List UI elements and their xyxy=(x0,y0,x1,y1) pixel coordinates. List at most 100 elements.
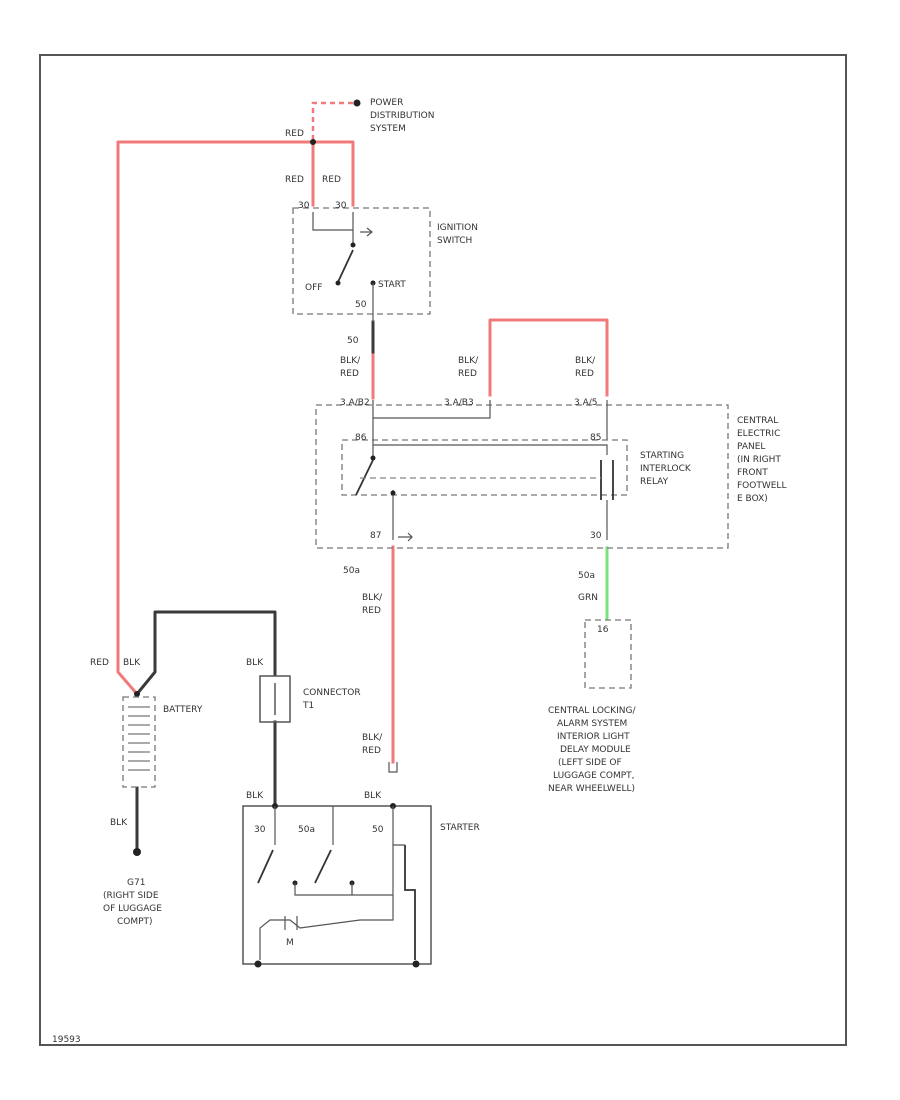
power-distribution-node xyxy=(353,99,361,107)
panel-pin-c: 3 A/5 xyxy=(574,398,598,408)
connector-body xyxy=(259,675,291,723)
wire-label-grn: GRN xyxy=(578,593,598,603)
wire-label-50: 50 xyxy=(347,336,359,346)
connector-wire-label: BLK xyxy=(246,658,264,668)
starter: BLK BLK STARTER 30 50a 50 M xyxy=(242,791,480,968)
panel-name-2: ELECTRIC xyxy=(737,429,780,439)
relay-control-line xyxy=(372,418,608,455)
starter-box xyxy=(242,805,432,965)
starter-motor-bracket xyxy=(284,916,298,930)
wire-label-blk-red-e1: BLK/ xyxy=(362,733,383,743)
central-locking-box xyxy=(584,619,632,689)
relay-name-3: RELAY xyxy=(640,477,669,487)
ignition-switch-box xyxy=(292,207,431,315)
ignition-name-2: SWITCH xyxy=(437,236,472,246)
wire-label-blk-red-e2: RED xyxy=(362,746,381,756)
red-loop-wire xyxy=(488,318,609,397)
wire-label-blk-red-d2: RED xyxy=(362,606,381,616)
battery-cells xyxy=(128,706,150,771)
relay-pin-30: 30 xyxy=(590,531,602,541)
relay-pin-87: 87 xyxy=(370,531,381,541)
power-label-1: POWER xyxy=(370,98,403,108)
central-locking-name-7: NEAR WHEELWELL) xyxy=(548,784,635,794)
connector-name-1: CONNECTOR xyxy=(303,688,361,698)
wire-label-blk-red-d1: BLK/ xyxy=(362,593,383,603)
central-locking-name-4: DELAY MODULE xyxy=(560,745,631,755)
ignition-contact-dot xyxy=(350,242,356,248)
wire-label-blk-red-c1: BLK/ xyxy=(575,356,596,366)
connector-t1: BLK CONNECTOR T1 xyxy=(246,658,361,723)
panel-name-4: (IN RIGHT xyxy=(737,455,781,465)
red-wire-battery xyxy=(116,140,315,697)
ground-name-3: OF LUGGAGE xyxy=(103,904,162,914)
wire-label-red-top: RED xyxy=(285,129,304,139)
starter-switch-blade-1 xyxy=(257,849,274,884)
starter-ground-right xyxy=(412,960,420,968)
central-locking-name-2: ALARM SYSTEM xyxy=(557,719,627,729)
battery-terminal-dot xyxy=(134,691,140,697)
ground-name-4: COMPT) xyxy=(117,917,153,927)
wire-label-50a-green: 50a xyxy=(578,571,595,581)
wire-label-red-right: RED xyxy=(322,175,341,185)
ignition-start-label: START xyxy=(378,280,406,290)
battery-body xyxy=(122,696,156,788)
starter-input-connector xyxy=(388,762,398,773)
central-locking-pin: 16 xyxy=(597,625,609,635)
ignition-pin-30-right: 30 xyxy=(335,201,347,211)
central-locking-name-5: (LEFT SIDE OF xyxy=(558,758,622,768)
starter-switch-blade-2 xyxy=(314,849,332,884)
battery: RED BLK BATTERY xyxy=(90,658,203,788)
panel-name-6: FOOTWELL xyxy=(737,481,786,491)
starter-pin-50a: 50a xyxy=(298,825,315,835)
ignition-switch: 30 30 OFF START 50 IGNITION SWITCH xyxy=(292,201,478,322)
starter-wire-blk-right: BLK xyxy=(364,791,382,801)
starter-solenoid xyxy=(404,845,416,960)
power-feed-wire xyxy=(311,101,356,140)
starter-motor-winding xyxy=(259,900,394,960)
panel-name-5: FRONT xyxy=(737,468,768,478)
battery-label: BATTERY xyxy=(163,705,203,715)
relay-name-2: INTERLOCK xyxy=(640,464,692,474)
central-locking-name-1: CENTRAL LOCKING/ xyxy=(548,706,636,716)
ignition-name-1: IGNITION xyxy=(437,223,478,233)
relay-pin-85: 85 xyxy=(590,433,601,443)
starter-ground-left xyxy=(254,960,262,968)
starter-internal-50 xyxy=(392,806,405,900)
relay-inner-box xyxy=(341,439,628,496)
central-locking-module: 16 CENTRAL LOCKING/ ALARM SYSTEM INTERIO… xyxy=(548,619,636,794)
ground-name-2: (RIGHT SIDE xyxy=(103,891,159,901)
starter-pin-50: 50 xyxy=(372,825,384,835)
battery-wire-blk-label: BLK xyxy=(123,658,141,668)
diagram-code: 19593 xyxy=(52,1035,81,1045)
black-wire-battery xyxy=(134,610,277,697)
wire-label-red-left: RED xyxy=(285,175,304,185)
starter-motor-label: M xyxy=(286,938,294,948)
central-panel-box xyxy=(315,404,729,549)
ignition-switch-blade xyxy=(337,249,354,283)
wire-label-blk-red-c2: RED xyxy=(575,369,594,379)
ignition-arrow xyxy=(360,227,373,237)
wire-label-50a-panel: 50a xyxy=(343,566,360,576)
panel-name-1: CENTRAL xyxy=(737,416,778,426)
ignition-pin-30-left: 30 xyxy=(298,201,310,211)
relay-output-dot xyxy=(390,490,396,496)
ignition-pin-50: 50 xyxy=(355,300,367,310)
relay-pin-86: 86 xyxy=(355,433,367,443)
wires xyxy=(116,101,609,854)
relay-arrow xyxy=(398,532,413,542)
diagram-frame xyxy=(39,54,847,1046)
central-locking-name-6: LUGGAGE COMPT, xyxy=(553,771,635,781)
relay-coil xyxy=(600,460,614,500)
power-label-2: DISTRIBUTION xyxy=(370,111,434,121)
ignition-off-label: OFF xyxy=(305,283,322,293)
starter-bridge xyxy=(294,883,393,896)
panel-pin-b: 3 A/B3 xyxy=(444,398,474,408)
starter-label: STARTER xyxy=(440,823,480,833)
starter-pin-30: 30 xyxy=(254,825,266,835)
panel-name-7: E BOX) xyxy=(737,494,768,504)
power-label-3: SYSTEM xyxy=(370,124,406,134)
ignition-off-contact xyxy=(335,280,341,286)
splice-node xyxy=(310,139,316,145)
wire-label-blk-red-b1: BLK/ xyxy=(458,356,479,366)
